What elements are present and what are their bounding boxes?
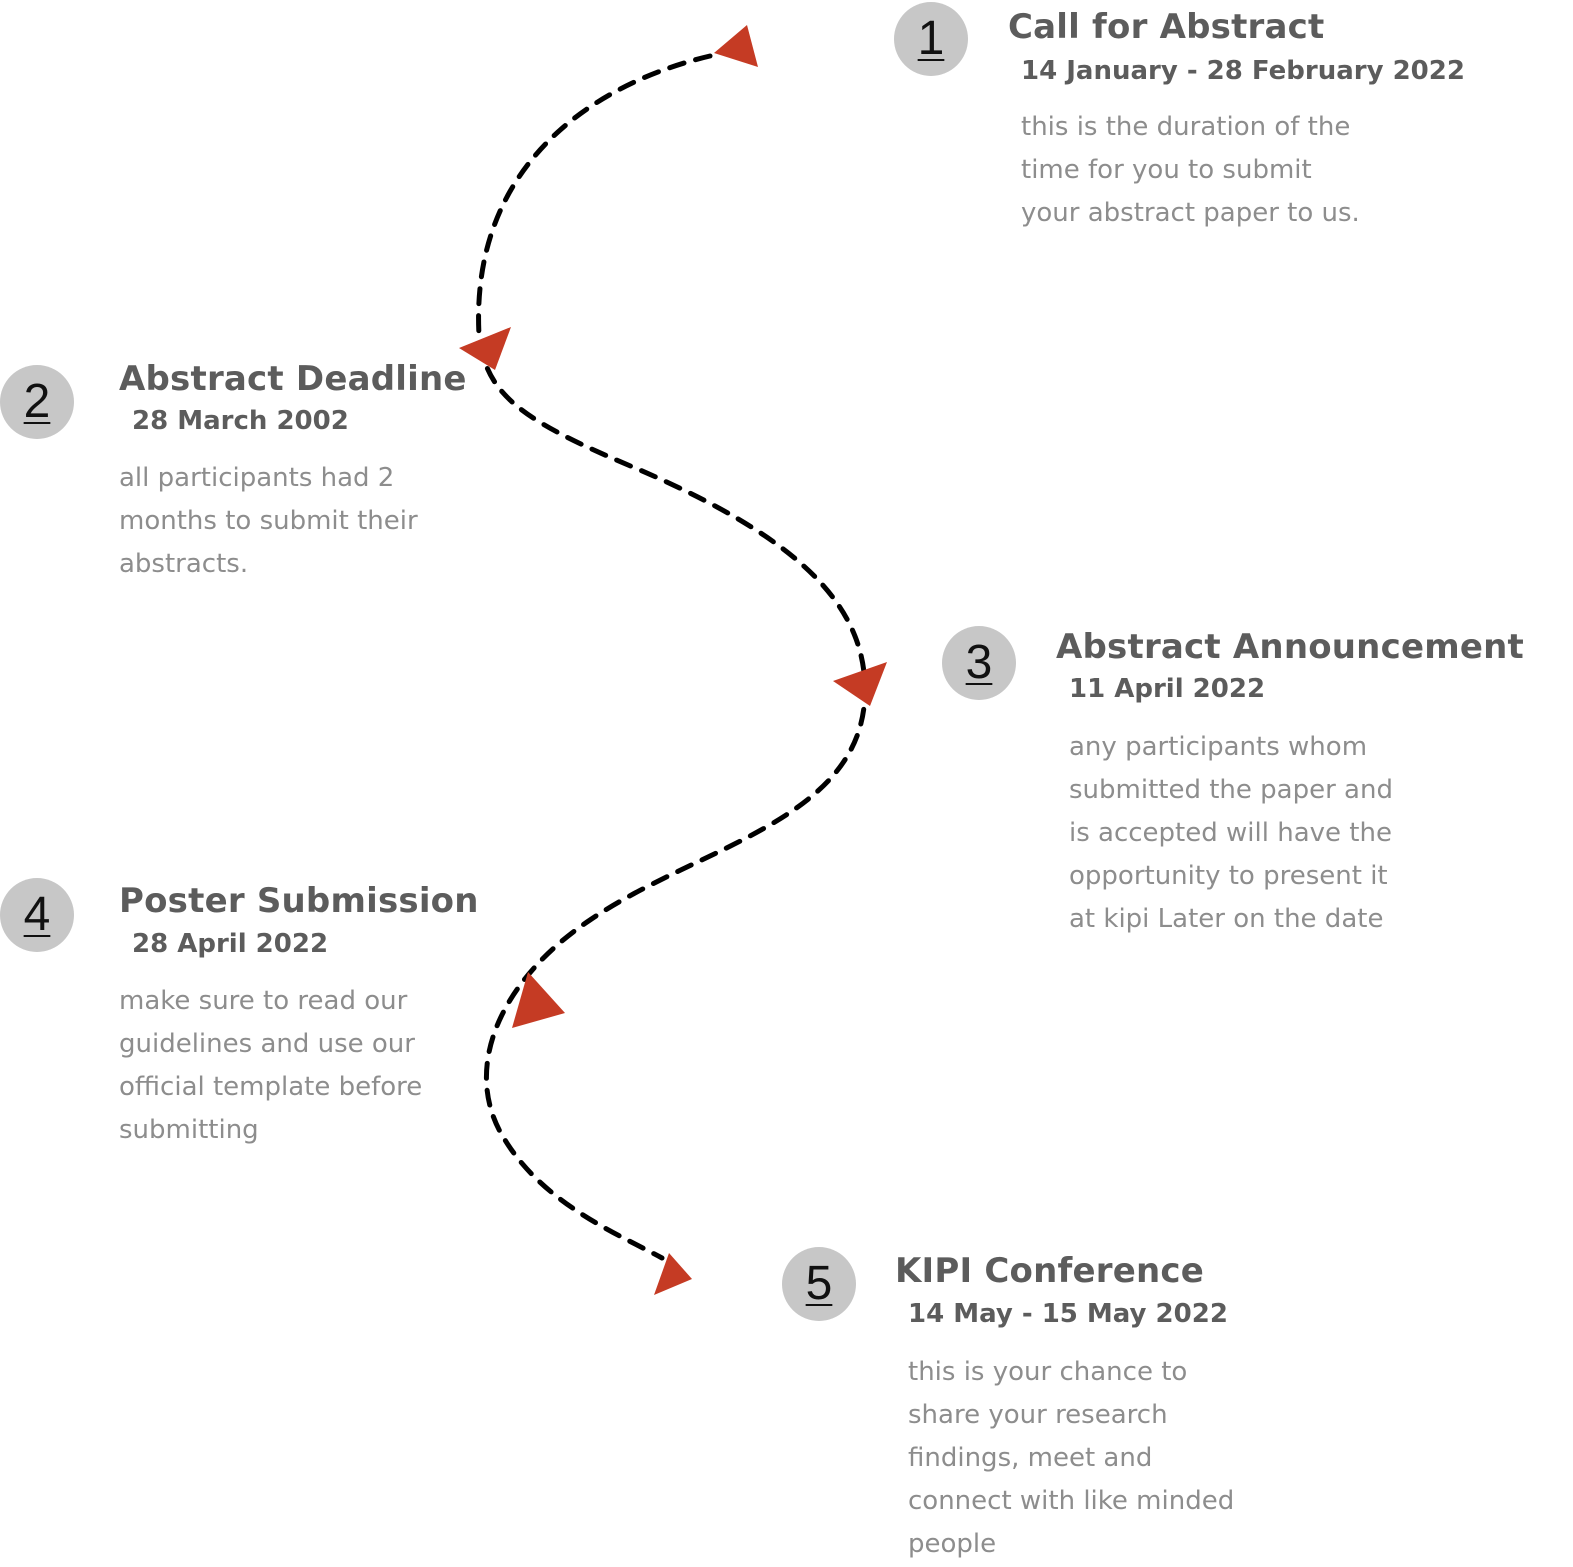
step-5-description-line-3: findings, meet and [908,1443,1153,1473]
step-1-title: Call for Abstract [1008,7,1325,47]
arrow-head-1-icon [714,25,758,67]
arrow-head-3-icon [833,662,887,706]
step-4-description-line-3: official template before [119,1072,423,1102]
step-5-description-line-4: connect with like minded [908,1486,1235,1516]
dashed-timeline-path [476,53,868,1261]
step-4-description-line-4: submitting [119,1115,259,1145]
step-5-number-badge: 5 [782,1247,856,1321]
step-5-description-line-2: share your research [908,1400,1168,1430]
step-3-description-line-1: any participants whom [1069,732,1368,762]
step-2-description-line-1: all participants had 2 [119,463,395,493]
step-4-title: Poster Submission [119,881,479,921]
step-5-description-line-1: this is your chance to [908,1357,1188,1387]
step-1-description: this is the duration of the time for you… [1021,106,1360,235]
step-1-description-line-2: time for you to submit [1021,155,1312,185]
step-5-title: KIPI Conference [895,1251,1205,1291]
step-1-description-line-1: this is the duration of the [1021,112,1351,142]
step-2-description: all participants had 2 months to submit … [119,457,418,586]
step-3-description-line-2: submitted the paper and [1069,775,1393,805]
step-4-description-line-2: guidelines and use our [119,1029,415,1059]
step-3-description-line-4: opportunity to present it [1069,861,1388,891]
step-5-description: this is your chance to share your resear… [908,1351,1234,1566]
step-1-description-line-3: your abstract paper to us. [1021,198,1360,228]
step-3-number-badge: 3 [942,626,1016,700]
step-2-date: 28 March 2002 [132,406,349,436]
step-1-number-badge: 1 [894,2,968,76]
arrow-head-4-icon [512,972,565,1028]
step-3-title: Abstract Announcement [1056,627,1524,667]
step-5-description-line-5: people [908,1529,997,1559]
step-2-title: Abstract Deadline [119,359,467,399]
step-2-description-line-2: months to submit their [119,506,418,536]
step-4-description: make sure to read our guidelines and use… [119,980,422,1152]
arrow-head-2-icon [459,327,511,370]
step-2-number-badge: 2 [0,365,74,439]
step-4-number-badge: 4 [0,878,74,952]
step-5-date: 14 May - 15 May 2022 [908,1299,1228,1329]
step-4-description-line-1: make sure to read our [119,986,408,1016]
step-3-description-line-5: at kipi Later on the date [1069,904,1384,934]
step-3-date: 11 April 2022 [1069,674,1266,704]
step-3-description: any participants whom submitted the pape… [1069,726,1393,941]
step-2-description-line-3: abstracts. [119,549,249,579]
step-1-date: 14 January - 28 February 2022 [1021,56,1465,86]
step-3-description-line-3: is accepted will have the [1069,818,1392,848]
step-4-date: 28 April 2022 [132,929,329,959]
arrow-head-5-icon [654,1253,692,1295]
